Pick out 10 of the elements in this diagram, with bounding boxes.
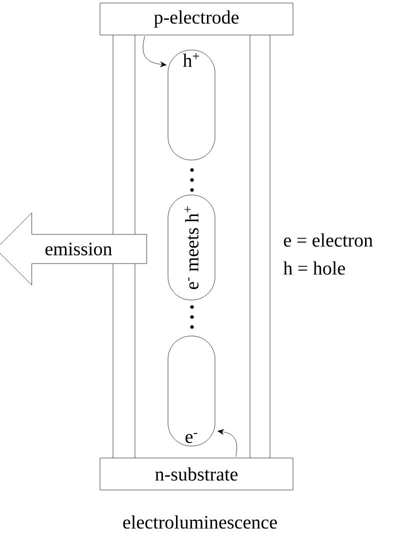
- electrode-box: p-electrode: [100, 2, 294, 36]
- caption: electroluminescence: [123, 515, 277, 529]
- capsule: e$^{-}$: [168, 336, 216, 446]
- curved-arrow: [218, 429, 237, 457]
- legend-text: h = hole: [283, 261, 345, 275]
- substrate-box: n-substrate: [100, 458, 294, 490]
- curved-arrow: [142, 36, 166, 68]
- capsule: h$^{+}$: [168, 50, 216, 160]
- legend-text: e = electron: [284, 233, 373, 247]
- capsule: e$^{-}$ meets h$^{+}$: [168, 194, 216, 300]
